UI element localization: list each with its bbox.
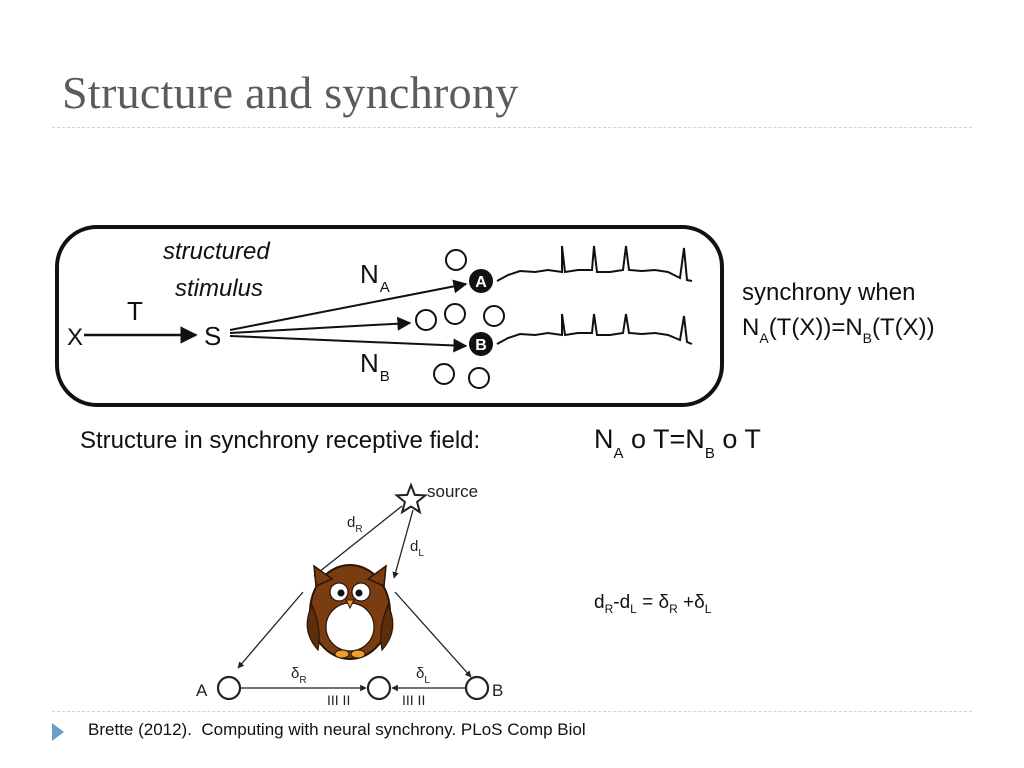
input-x-label: X [67,324,83,351]
neuron [433,363,455,385]
owl-icon [306,564,394,660]
slide-title: Structure and synchrony [62,67,519,118]
path-to-right-ear [313,505,403,577]
stimulus-label-line1: structured [163,238,270,265]
synchrony-condition-line1: synchrony when [742,279,915,306]
stimulus-s-label: S [204,321,221,351]
synchrony-model-diagram: structured stimulus X T S NA NB A B [55,225,724,407]
source-star-icon [394,482,428,515]
right-ear-pathway [394,591,472,678]
projection-arrow-middle [229,316,412,334]
nb-label: NB [360,348,390,385]
citation-text: Brette (2012). Computing with neural syn… [88,720,586,739]
neuron-b-label: B [475,337,487,354]
projection-arrow-a [229,279,468,331]
footer-divider [52,711,972,712]
neuron-b-node [469,332,493,356]
receptive-field-label: Structure in synchrony receptive field: [80,427,480,454]
footer-bullet-icon [52,723,64,741]
owl-sound-localization-diagram: source dR dL A B δR [196,482,503,708]
neuron-population [415,249,505,389]
synchrony-condition-line2: NA(T(X))=NB(T(X)) [742,314,935,346]
source-label: source [427,482,478,501]
transform-t-label: T [127,296,143,326]
spike-train-left: III II [327,692,350,708]
neuron-a-node [469,269,493,293]
coincidence-detector-node [366,675,392,701]
neuron [445,249,467,271]
dr-label: dR [347,514,363,535]
voltage-trace-b [496,313,693,345]
left-ear-node [216,675,242,701]
neuron [483,305,505,327]
figure-canvas: structured stimulus X T S NA NB A B sync… [55,225,935,708]
model-frame [55,225,724,407]
neuron [468,367,490,389]
neuron-a-label: A [475,274,487,291]
neuron [415,309,437,331]
projection-arrow-b [229,335,468,353]
right-ear-node [464,675,490,701]
left-ear-label: A [196,681,208,700]
dl-label: dL [410,538,424,559]
left-ear-pathway [237,591,304,669]
stimulus-label-line2: stimulus [175,275,263,302]
delta-r-label: δR [291,665,307,686]
receptive-field-formula: NA o T=NB o T [594,424,761,462]
spike-train-right: III II [402,692,425,708]
right-ear-label: B [492,681,503,700]
voltage-trace-a [496,245,693,282]
na-label: NA [360,259,390,296]
path-to-left-ear [392,509,414,579]
delta-l-label: δL [416,665,430,686]
title-divider [52,127,972,128]
delay-equation: dR-dL = δR +δL [594,592,712,616]
neuron [444,303,466,325]
